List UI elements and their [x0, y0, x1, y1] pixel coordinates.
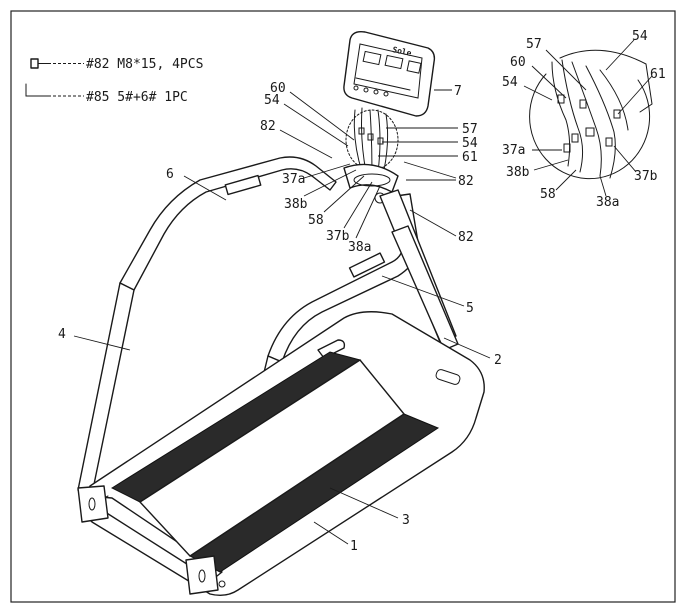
callout-82-right: 82	[458, 174, 474, 189]
wiring-detail-inset	[529, 49, 653, 180]
callout-6: 6	[166, 167, 174, 182]
callout-4: 4	[58, 327, 66, 342]
leader-lines	[73, 39, 653, 545]
callout-3: 3	[402, 513, 410, 528]
left-handlebar	[77, 156, 337, 495]
callout-58: 58	[308, 213, 324, 228]
callout-2: 2	[494, 353, 502, 368]
inset-callout-37a: 37a	[502, 143, 525, 158]
diagram-frame	[10, 10, 676, 603]
callout-82-lower: 82	[458, 230, 474, 245]
callout-60: 60	[270, 81, 286, 96]
callout-37b: 37b	[326, 229, 350, 244]
upright-post	[379, 189, 459, 351]
inset-callout-60: 60	[510, 55, 526, 70]
callout-61: 61	[462, 150, 478, 165]
inset-callout-38b: 38b	[506, 165, 530, 180]
allen-key-icon	[25, 83, 84, 97]
inset-callout-54-top: 54	[632, 29, 648, 44]
callout-37a: 37a	[282, 172, 305, 187]
end-caps	[77, 485, 226, 595]
inset-callout-37b: 37b	[634, 169, 658, 184]
callout-57: 57	[462, 122, 478, 137]
inset-callout-57: 57	[526, 37, 542, 52]
callout-38a: 38a	[348, 240, 371, 255]
running-belt	[110, 351, 440, 573]
console-display: Sole	[343, 30, 436, 117]
callout-5: 5	[466, 301, 474, 316]
callout-54: 54	[264, 93, 280, 108]
inset-callout-38a: 38a	[596, 195, 619, 210]
inset-callout-58: 58	[540, 187, 556, 202]
callout-38b: 38b	[284, 197, 308, 212]
callout-1: 1	[350, 539, 358, 554]
console-logo: Sole	[392, 45, 413, 58]
bolt-icon	[30, 58, 84, 69]
hardware-allen-key-label: #85 5#+6# 1PC	[86, 90, 188, 105]
hardware-bolt-label: #82 M8*15, 4PCS	[86, 57, 203, 72]
inset-callout-54: 54	[502, 75, 518, 90]
inset-callout-61: 61	[650, 67, 666, 82]
callout-7: 7	[454, 84, 462, 99]
callout-54-right: 54	[462, 136, 478, 151]
callout-82: 82	[260, 119, 276, 134]
